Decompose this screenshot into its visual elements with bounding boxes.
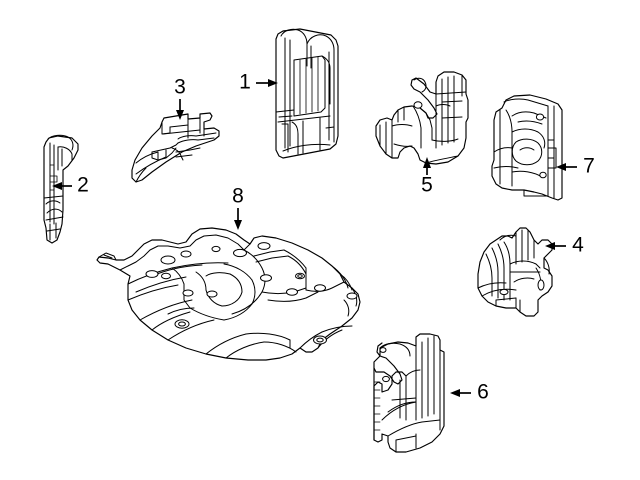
callout-5[interactable]: 5 xyxy=(421,157,433,197)
callout-3-label: 3 xyxy=(174,76,186,99)
callout-6-label: 6 xyxy=(477,381,489,404)
callout-4[interactable]: 4 xyxy=(545,234,584,257)
callout-5-arrowhead xyxy=(423,157,431,168)
part-1-air-duct-panel[interactable] xyxy=(275,28,339,159)
callout-7[interactable]: 7 xyxy=(556,155,595,178)
callout-8[interactable]: 8 xyxy=(232,185,244,230)
callout-8-label: 8 xyxy=(232,185,244,208)
part-3-side-deflector[interactable] xyxy=(131,112,220,183)
part-5-wheelhouse-liner-front[interactable] xyxy=(375,71,469,165)
callout-7-label: 7 xyxy=(583,155,595,178)
callout-2-arrowhead xyxy=(52,182,62,190)
callout-4-label: 4 xyxy=(572,234,584,257)
part-6-wheelhouse-liner-rear[interactable] xyxy=(373,333,445,453)
callout-2-label: 2 xyxy=(77,174,89,197)
part-8-engine-under-cover[interactable] xyxy=(96,227,361,361)
callout-1-label: 1 xyxy=(239,71,251,94)
callout-3[interactable]: 3 xyxy=(174,76,186,120)
callout-7-arrowhead xyxy=(556,163,566,171)
callout-6[interactable]: 6 xyxy=(450,381,489,404)
callout-5-label: 5 xyxy=(421,174,433,197)
callout-6-arrowhead xyxy=(450,389,460,397)
callout-1[interactable]: 1 xyxy=(239,71,278,94)
callout-1-arrowhead xyxy=(268,79,278,87)
callout-8-arrowhead xyxy=(234,220,242,230)
callout-3-arrowhead xyxy=(176,110,184,120)
callout-4-arrowhead xyxy=(545,242,555,250)
callout-2[interactable]: 2 xyxy=(52,174,89,197)
part-4-rear-splash-shield-right[interactable] xyxy=(477,227,553,317)
part-7-engine-side-cover[interactable] xyxy=(491,94,563,201)
